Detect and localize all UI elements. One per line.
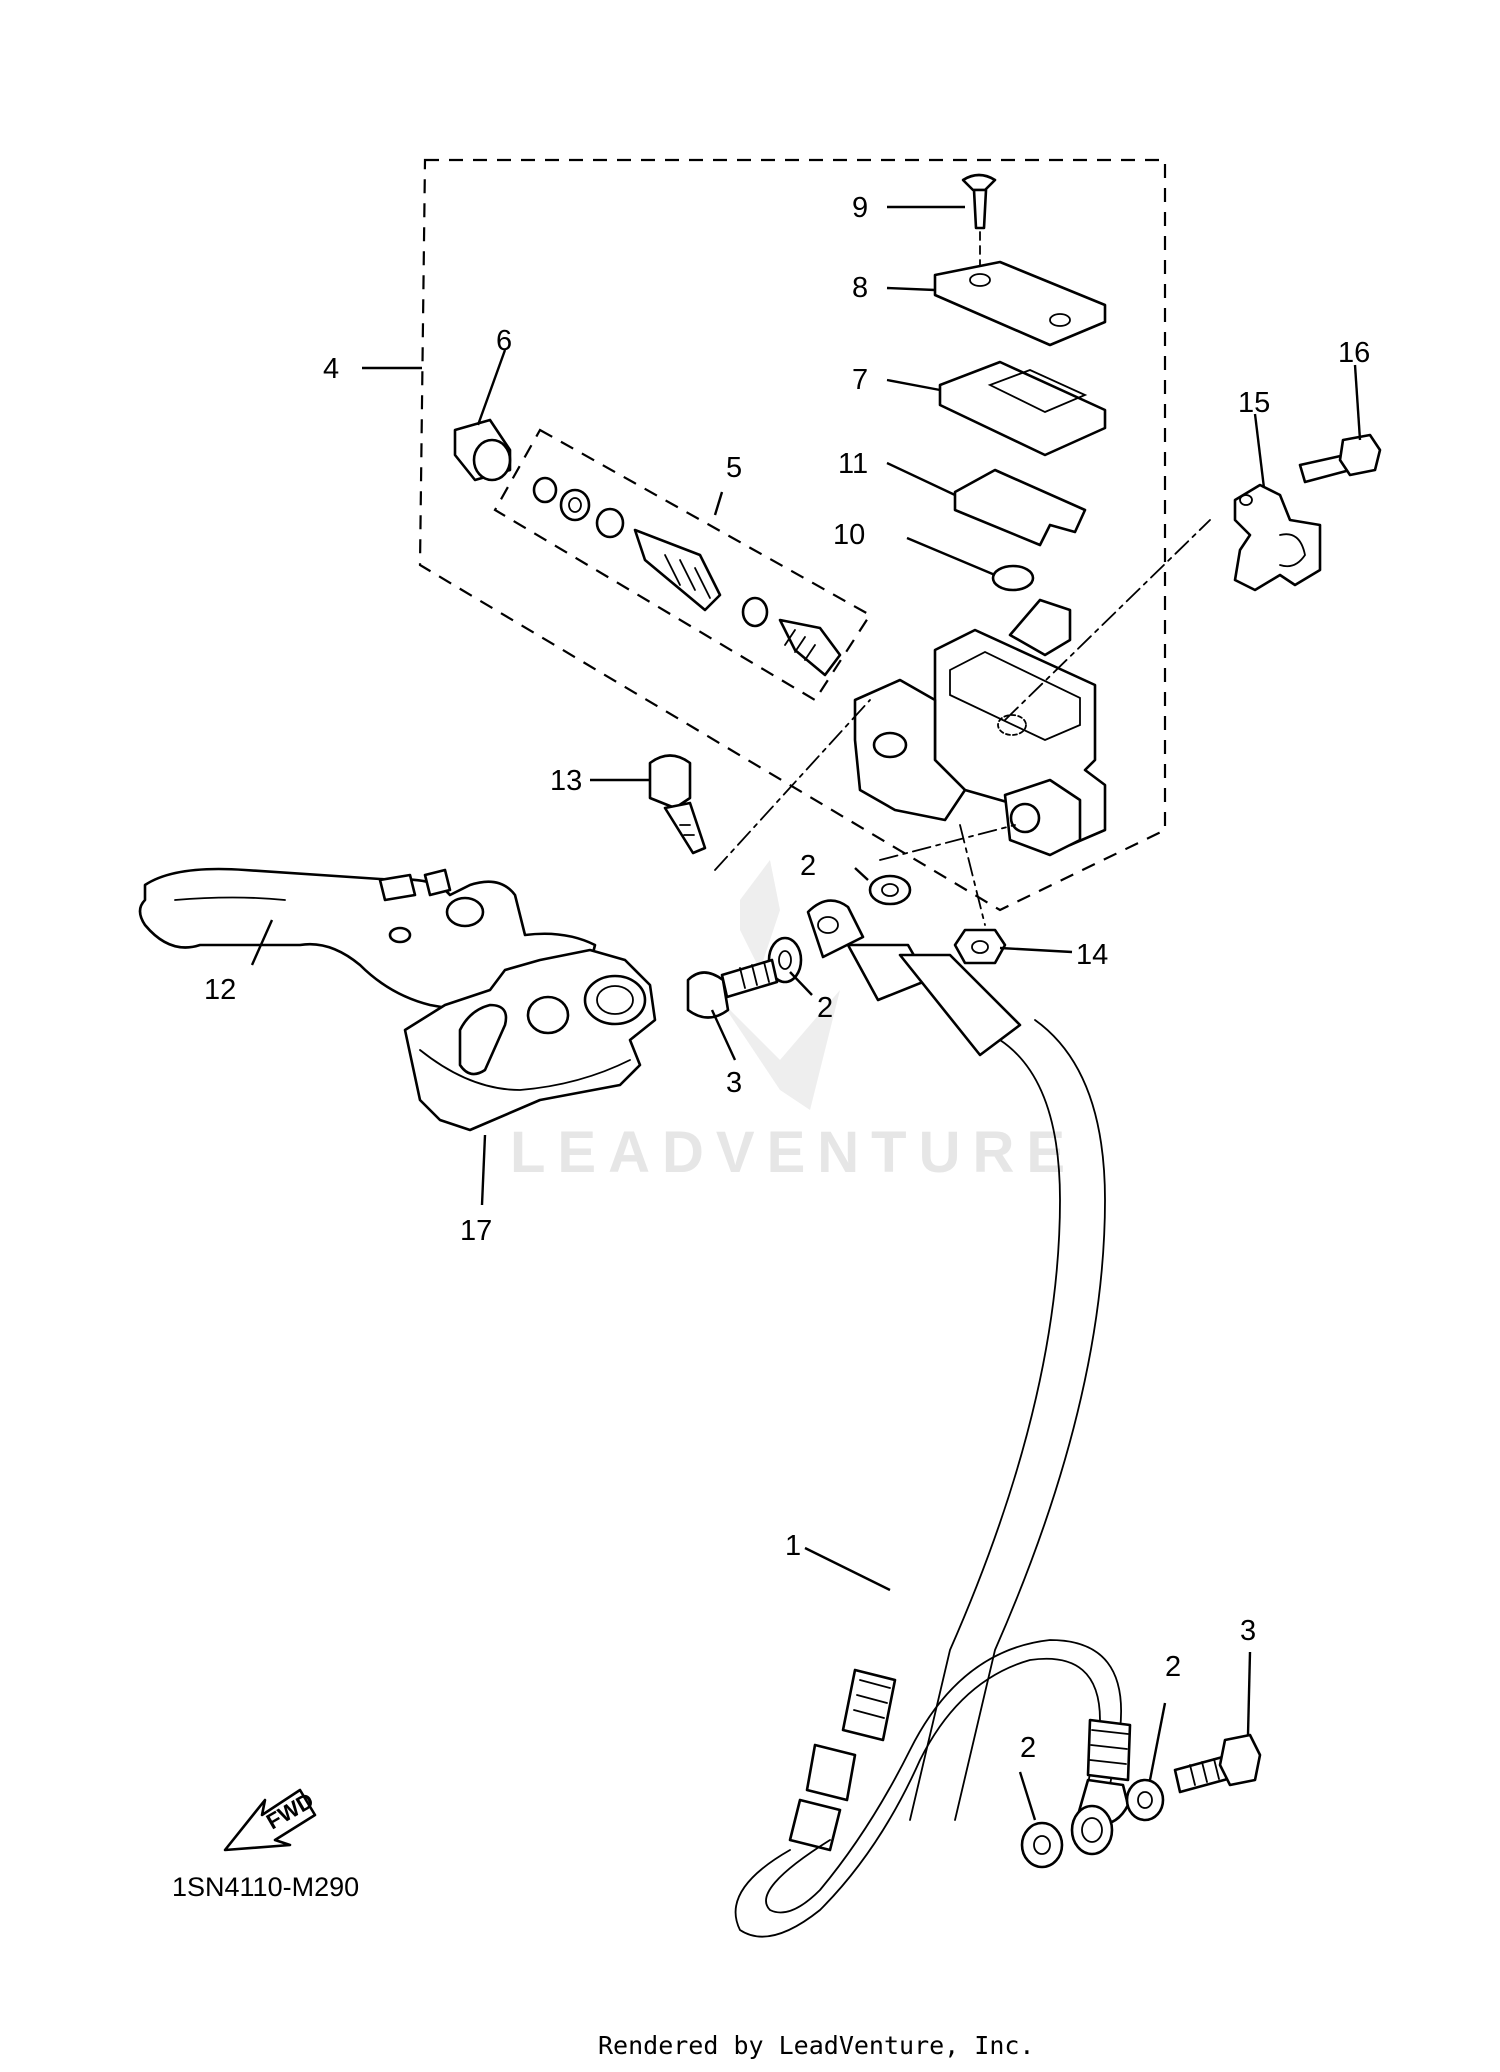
bolt-16 [1298, 433, 1382, 484]
footer-credit: Rendered by LeadVenture, Inc. [598, 2031, 1035, 2060]
washer-2-upper [868, 874, 912, 906]
callout-2-lower-right: 2 [1165, 1651, 1181, 1683]
leader-lines [250, 205, 1362, 1821]
callout-17: 17 [460, 1215, 492, 1247]
diaphragm-plate-7 [938, 360, 1107, 457]
master-cylinder-4 [853, 598, 1107, 857]
callout-5: 5 [726, 452, 742, 484]
washer-2-lower-left [1020, 1821, 1064, 1869]
clamp-15 [1233, 483, 1322, 592]
callout-3-upper: 3 [726, 1067, 742, 1099]
callout-1: 1 [785, 1530, 801, 1562]
callout-4: 4 [323, 353, 339, 385]
assembly-5-boundary [493, 428, 872, 702]
nut-14 [953, 928, 1007, 965]
callout-16: 16 [1338, 337, 1370, 369]
watermark-text: LEADVENTURE [510, 1120, 1077, 1185]
callout-8: 8 [852, 272, 868, 304]
diaphragm-11 [953, 468, 1087, 547]
pivot-bolt-13 [648, 754, 707, 855]
callout-14: 14 [1076, 939, 1108, 971]
watermark: LEADVENTURE [510, 860, 1077, 1185]
washer-2-lower-right [1125, 1778, 1165, 1822]
callout-12: 12 [204, 974, 236, 1006]
callout-15: 15 [1238, 387, 1270, 419]
reservoir-cap-8 [933, 260, 1107, 347]
piston-kit-5 [532, 476, 842, 677]
callout-2-upper: 2 [800, 850, 816, 882]
callout-3-lower: 3 [1240, 1615, 1256, 1647]
diagram-code: 1SN4110-M290 [172, 1872, 359, 1902]
callout-2-lower-left: 2 [1020, 1732, 1036, 1764]
assembly-4-boundary [418, 158, 1167, 912]
callout-6: 6 [496, 325, 512, 357]
callout-2-mid: 2 [817, 992, 833, 1024]
callout-11: 11 [838, 448, 868, 480]
fwd-arrow-icon: FWD [223, 1788, 318, 1852]
callout-13: 13 [550, 765, 582, 797]
brake-lever-12 [138, 867, 597, 1012]
banjo-bolt-3-upper [686, 958, 779, 1019]
callout-10: 10 [833, 519, 865, 551]
banjo-bolt-3-lower [1173, 1733, 1262, 1794]
callout-9: 9 [852, 192, 868, 224]
float-10 [991, 564, 1035, 592]
callout-7: 7 [852, 364, 868, 396]
screw-9 [961, 173, 997, 230]
brake-hose-1 [734, 899, 1132, 1938]
callout-numbers: 1 2 2 2 2 3 3 4 5 6 7 8 9 10 11 12 13 14… [204, 192, 1370, 1764]
lever-guard-17 [403, 948, 657, 1132]
dust-boot-6 [453, 418, 512, 482]
